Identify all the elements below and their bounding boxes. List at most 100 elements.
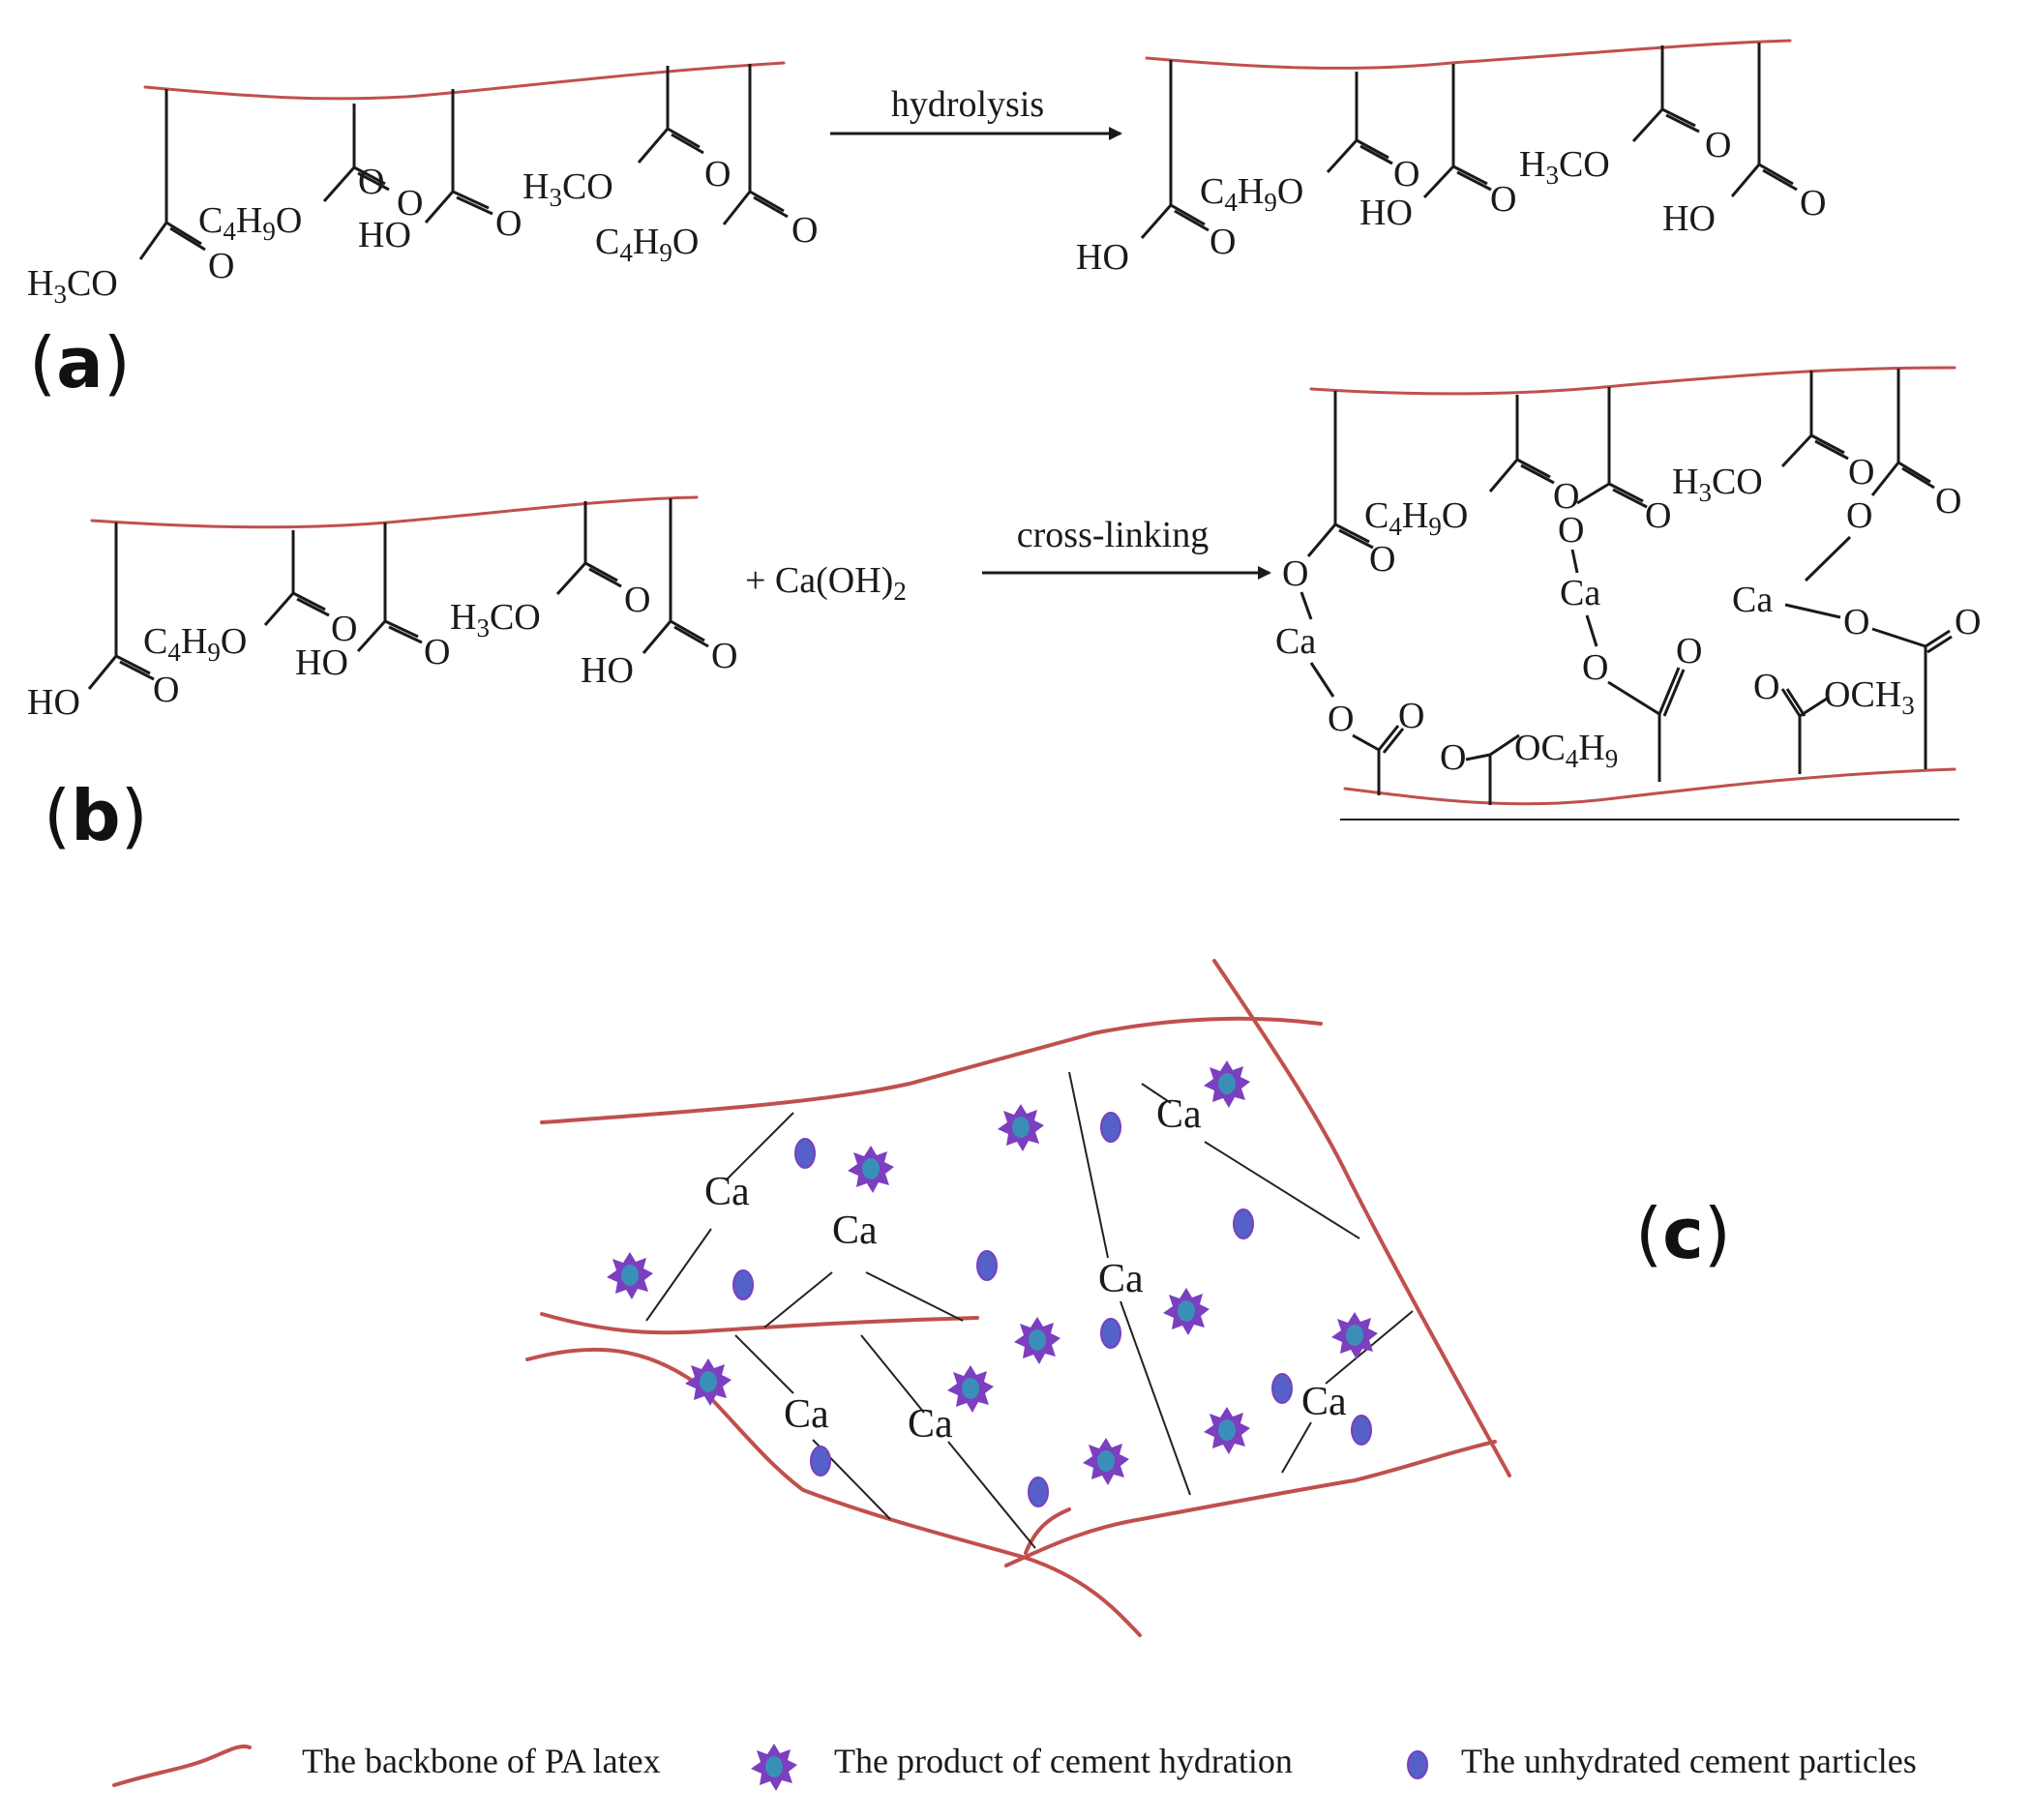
atom-o: O bbox=[1955, 602, 1981, 642]
legend-backbone-icon bbox=[112, 1745, 252, 1787]
hydration-product-icon bbox=[1083, 1438, 1129, 1485]
hydration-product-icon bbox=[1204, 1407, 1250, 1454]
backbone-line bbox=[1024, 1507, 1071, 1555]
panel-b-left-polymer: HO O C4H9O O HO O H3CO O HO O bbox=[27, 495, 737, 723]
atom-o: O bbox=[208, 246, 234, 286]
group-h3co-5: H3CO bbox=[1672, 462, 1763, 507]
unhydrated-particle-icon bbox=[1100, 1112, 1121, 1143]
atom-o: O bbox=[1843, 602, 1869, 642]
legend-unhydrated-particle-icon bbox=[1407, 1750, 1428, 1779]
unhydrated-particle-icon bbox=[1233, 1208, 1254, 1239]
metal-ca: Ca bbox=[832, 1208, 878, 1253]
group-ho-6: HO bbox=[295, 642, 348, 683]
legend-label-backbone: The backbone of PA latex bbox=[302, 1742, 661, 1780]
atom-o: O bbox=[1398, 696, 1424, 736]
metal-ca: Ca bbox=[1301, 1380, 1347, 1424]
backbone-line bbox=[1004, 1440, 1497, 1567]
unhydrated-particle-icon bbox=[1351, 1415, 1372, 1446]
reagent-caoh2: + Ca(OH)2 bbox=[745, 560, 907, 606]
cross-linking-label: cross-linking bbox=[1017, 515, 1209, 555]
panel-a-left-polymer: H3CO O C4H9O O HO O O H3CO O C4H9O O bbox=[27, 61, 818, 309]
atom-o: O bbox=[1935, 481, 1961, 522]
atom-o: O bbox=[1848, 452, 1874, 492]
backbone-line bbox=[525, 1347, 1142, 1637]
atom-o: O bbox=[331, 609, 357, 649]
atom-o: O bbox=[1490, 179, 1516, 220]
crosslink-lines bbox=[645, 1071, 1414, 1549]
unhydrated-particle-icon bbox=[1028, 1477, 1049, 1507]
metal-ca: Ca bbox=[1560, 573, 1600, 613]
backbone-line bbox=[90, 495, 699, 529]
atom-o: O bbox=[424, 632, 450, 672]
atom-o: O bbox=[1440, 737, 1466, 778]
panel-b-crosslinked-network: O C4H9O O O H3CO O O O Ca O O O Ca O bbox=[1275, 366, 1981, 820]
hydrolysis-label: hydrolysis bbox=[891, 84, 1044, 125]
group-c4h9o-1: C4H9O bbox=[198, 200, 302, 246]
legend: The backbone of PA latex The product of … bbox=[112, 1742, 1917, 1791]
hydration-product-icon bbox=[685, 1358, 732, 1406]
atom-o: O bbox=[1645, 495, 1671, 536]
group-oc4h9: OC4H9 bbox=[1514, 728, 1618, 773]
unhydrated-particles bbox=[732, 1112, 1372, 1507]
unhydrated-particle-icon bbox=[1100, 1318, 1121, 1349]
atom-o: O bbox=[1553, 476, 1579, 517]
group-c4h9o-5: C4H9O bbox=[1364, 495, 1468, 541]
unhydrated-particle-icon bbox=[732, 1269, 754, 1300]
atom-o: O bbox=[397, 183, 423, 224]
panel-label-c: (c) bbox=[1635, 1193, 1731, 1274]
unhydrated-particle-icon bbox=[1271, 1373, 1293, 1404]
panel-label-b: (b) bbox=[44, 775, 148, 856]
metal-ca: Ca bbox=[1275, 621, 1316, 662]
legend-label-unhydrated-particles: The unhydrated cement particles bbox=[1461, 1742, 1917, 1780]
atom-o: O bbox=[791, 210, 818, 251]
backbone-line bbox=[1145, 39, 1792, 70]
hydration-product-icon bbox=[1331, 1312, 1378, 1359]
panel-a: H3CO O C4H9O O HO O O H3CO O C4H9O O hyd… bbox=[27, 39, 1826, 403]
atom-o: O bbox=[358, 162, 384, 202]
group-c4h9o-4: C4H9O bbox=[143, 621, 247, 667]
legend-label-hydration-product: The product of cement hydration bbox=[834, 1742, 1293, 1780]
metal-ca: Ca bbox=[1732, 580, 1773, 620]
hydration-product-icon bbox=[1163, 1288, 1210, 1335]
unhydrated-particle-icon bbox=[976, 1250, 998, 1281]
metal-ca: Ca bbox=[1156, 1092, 1202, 1137]
group-h3co-3: H3CO bbox=[1519, 144, 1610, 190]
hydration-product-icon bbox=[998, 1104, 1044, 1151]
backbone-line-bottom bbox=[1343, 767, 1956, 806]
unhydrated-particle-icon bbox=[794, 1138, 816, 1169]
group-ho-5: HO bbox=[27, 682, 80, 723]
group-ho-7: HO bbox=[581, 650, 634, 691]
group-ho-2: HO bbox=[1076, 237, 1129, 278]
panel-label-a: (a) bbox=[29, 322, 131, 403]
panel-c: Ca Ca Ca Ca Ca Ca Ca bbox=[525, 959, 1731, 1637]
group-ho-3: HO bbox=[1359, 193, 1413, 233]
backbone-line bbox=[540, 1312, 979, 1335]
legend-hydration-product-icon bbox=[751, 1744, 797, 1791]
atom-o: O bbox=[704, 154, 731, 194]
backbone-line bbox=[143, 61, 786, 101]
atom-o: O bbox=[1369, 539, 1395, 580]
atom-o: O bbox=[1800, 183, 1826, 224]
atom-o: O bbox=[1705, 125, 1731, 165]
hydration-product-icon bbox=[848, 1146, 894, 1193]
hydration-product-icon bbox=[947, 1365, 994, 1413]
group-c4h9o-3: C4H9O bbox=[1200, 171, 1303, 217]
atom-o: O bbox=[1558, 510, 1584, 551]
metal-ca: Ca bbox=[704, 1170, 750, 1214]
atom-o: O bbox=[1393, 154, 1419, 194]
atom-o: O bbox=[495, 203, 522, 244]
atom-o: O bbox=[153, 670, 179, 710]
group-och3: OCH3 bbox=[1824, 674, 1915, 720]
atom-o: O bbox=[1753, 667, 1779, 707]
group-h3co-2: H3CO bbox=[523, 166, 613, 212]
group-c4h9o-2: C4H9O bbox=[595, 222, 699, 267]
atom-o: O bbox=[1582, 647, 1608, 688]
atom-o: O bbox=[1846, 495, 1872, 536]
unhydrated-particle-icon bbox=[810, 1446, 831, 1477]
group-h3co-1: H3CO bbox=[27, 263, 118, 309]
atom-o: O bbox=[1676, 631, 1702, 671]
panel-b: HO O C4H9O O HO O H3CO O HO O + Ca(OH)2 … bbox=[27, 366, 1981, 856]
group-ho-1: HO bbox=[358, 215, 411, 255]
atom-o: O bbox=[1328, 699, 1354, 739]
